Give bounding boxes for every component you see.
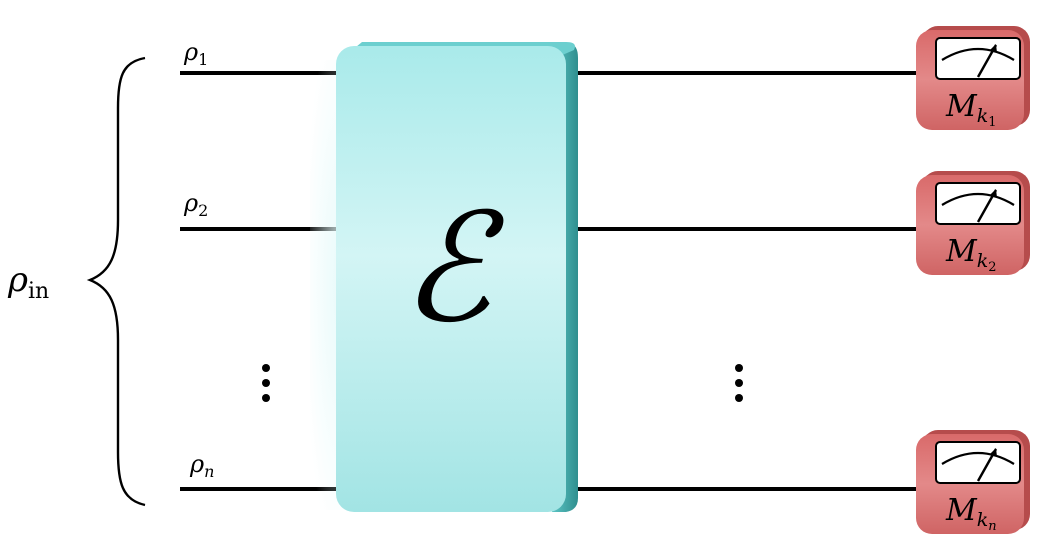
meter-symbol-1: M	[945, 89, 978, 124]
meter-n-face	[936, 442, 1020, 483]
meter-1: Mk1	[916, 26, 1030, 130]
meter-subsubscript-2: 2	[988, 260, 996, 275]
meter-subsubscript-1: 1	[988, 115, 996, 130]
input-label-n: ρn	[189, 450, 214, 481]
meter-subsubscript-n: n	[988, 519, 996, 534]
output-ellipsis	[735, 364, 743, 402]
input-symbol-n: ρ	[189, 450, 204, 478]
input-subscript-2: 2	[198, 201, 208, 220]
input-state-subscript: in	[28, 279, 49, 304]
meter-n: Mkn	[916, 430, 1030, 534]
input-subscript-n: n	[204, 462, 214, 481]
meter-2-face	[936, 183, 1020, 224]
meter-subscript-n: k	[977, 509, 989, 531]
input-label-2: ρ2	[183, 189, 208, 220]
meter-subscript-2: k	[977, 250, 989, 272]
channel-box: ℰ	[310, 42, 578, 512]
input-subscript-1: 1	[198, 50, 208, 69]
input-state-label: ρin	[7, 260, 49, 304]
input-symbol-2: ρ	[183, 189, 198, 217]
input-ellipsis	[262, 364, 270, 402]
input-state-symbol: ρ	[7, 260, 28, 300]
meter-2: Mk2	[916, 171, 1030, 275]
channel-symbol: ℰ	[401, 182, 505, 356]
input-brace	[90, 58, 145, 505]
meter-subscript-1: k	[977, 105, 989, 127]
meter-1-face	[936, 38, 1020, 79]
output-wires	[570, 73, 925, 489]
input-symbol-1: ρ	[183, 38, 198, 66]
meter-symbol-n: M	[945, 493, 978, 528]
input-label-1: ρ1	[183, 38, 208, 69]
meter-symbol-2: M	[945, 234, 978, 269]
